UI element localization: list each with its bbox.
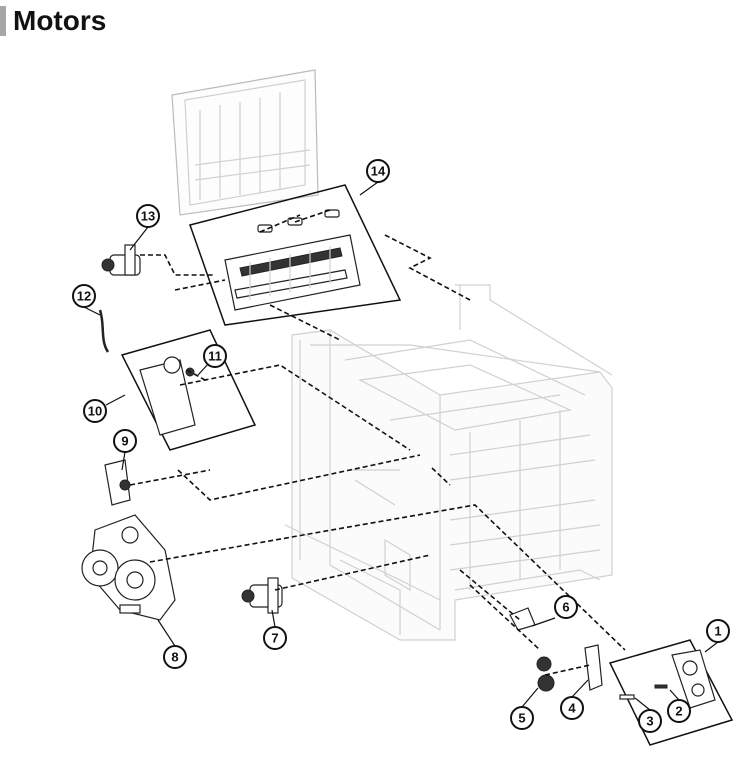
svg-text:11: 11 (208, 349, 222, 364)
motor-assembly-box (120, 329, 257, 451)
fuser-exit-assembly (189, 184, 402, 326)
callout-1: 1 (706, 619, 730, 643)
callout-8: 8 (163, 645, 187, 669)
svg-text:12: 12 (77, 289, 91, 304)
svg-text:4: 4 (568, 701, 576, 716)
callout-14: 14 (366, 159, 390, 183)
motor-7 (241, 577, 283, 614)
gear-drive-box (608, 639, 734, 746)
svg-text:1: 1 (714, 624, 721, 639)
svg-text:9: 9 (121, 434, 128, 449)
svg-text:7: 7 (271, 631, 278, 646)
svg-text:3: 3 (646, 714, 653, 729)
callout-7: 7 (263, 626, 287, 650)
callout-11: 11 (203, 344, 227, 368)
heading-accent-bar (0, 6, 6, 36)
callout-3: 3 (638, 709, 662, 733)
svg-text:10: 10 (88, 404, 102, 419)
callout-6: 6 (554, 595, 578, 619)
cable-12 (98, 309, 110, 353)
bracket-4 (584, 644, 603, 691)
printer-frame (284, 284, 613, 641)
svg-text:6: 6 (562, 600, 569, 615)
connection-lines (129, 209, 626, 676)
svg-text:14: 14 (371, 164, 386, 179)
callout-2: 2 (667, 699, 691, 723)
svg-text:8: 8 (171, 650, 178, 665)
page-title: Motors (13, 5, 107, 36)
callout-4: 4 (560, 696, 584, 720)
rear-door-panel (171, 69, 319, 216)
page-heading: Motors (0, 4, 106, 38)
callout-13: 13 (136, 204, 160, 228)
svg-text:13: 13 (141, 209, 155, 224)
gears-5 (536, 656, 555, 692)
callout-9: 9 (113, 429, 137, 453)
callout-12: 12 (72, 284, 96, 308)
sensor-9 (104, 459, 131, 506)
svg-text:2: 2 (675, 704, 682, 719)
callout-5: 5 (510, 706, 534, 730)
main-drive-8 (81, 514, 176, 621)
callout-10: 10 (83, 399, 107, 423)
svg-text:5: 5 (518, 711, 525, 726)
motor-13 (101, 244, 141, 276)
